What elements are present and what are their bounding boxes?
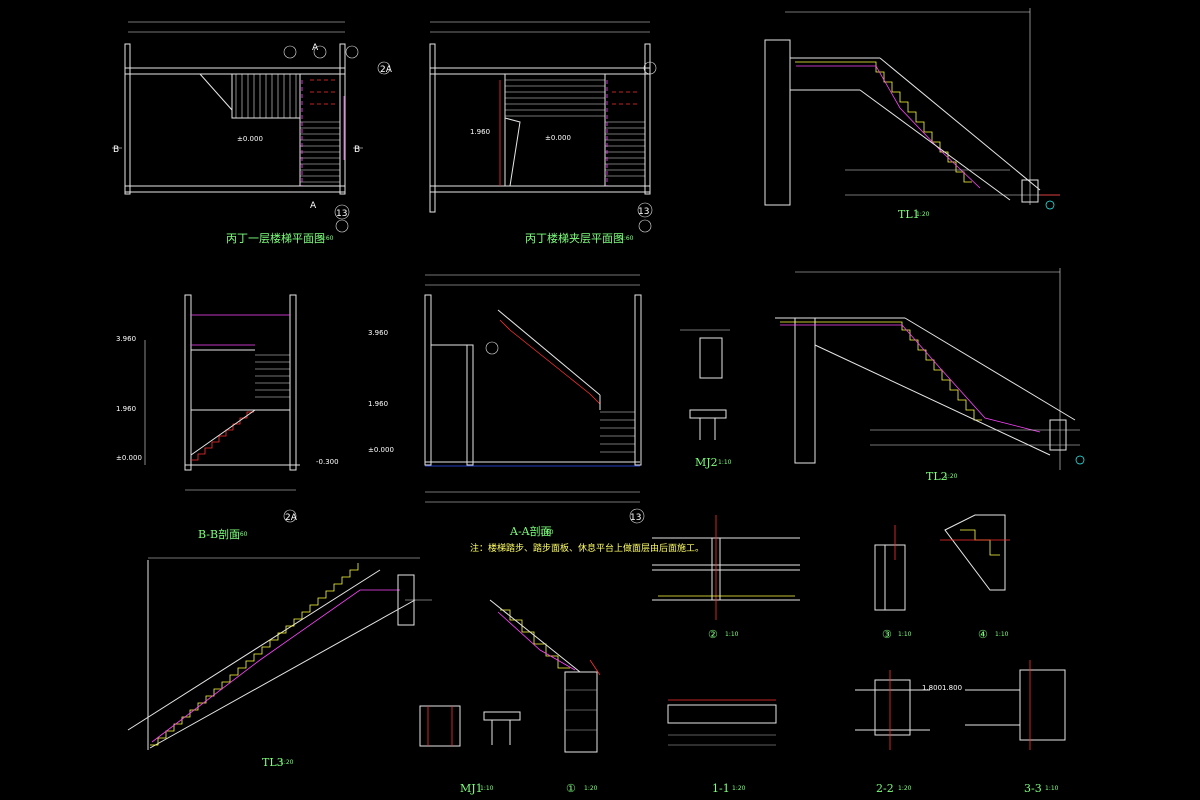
- mj1-title: MJ1: [460, 782, 483, 795]
- elev-22: 1.800: [922, 684, 942, 692]
- section-1-1: 1-1 1:20: [667, 699, 777, 795]
- sec22-title: 2-2: [876, 782, 894, 795]
- section-2-2: 1.800 2-2 1:20: [855, 670, 942, 795]
- elev-plan2-mid: 1.960: [470, 128, 490, 136]
- section-a-a: 13 3.960 1.960 ±0.000 A-A剖面 1:60 注：楼梯踏步、…: [368, 274, 704, 554]
- elev-a-top: 3.960: [368, 329, 388, 337]
- elev-b-top: 3.960: [116, 335, 136, 343]
- sec33-scale: 1:10: [1045, 785, 1059, 792]
- sec11-title: 1-1: [712, 782, 730, 795]
- construction-note: 注：楼梯踏步、踏步面板、休息平台上做面层由后面施工。: [470, 542, 704, 554]
- node2-title: ②: [708, 628, 718, 641]
- sectiona-scale: 1:60: [540, 529, 554, 536]
- elev-b-mid: 1.960: [116, 405, 136, 413]
- elev-b-low: -0.300: [316, 458, 339, 466]
- elev-a-mid: 1.960: [368, 400, 388, 408]
- plan-first-floor: B B A A 2A 13 ±0.000 丙丁一层楼梯平面图 1:60: [112, 21, 393, 245]
- sectiona-title: A-A剖面: [509, 524, 552, 538]
- sec11-scale: 1:20: [732, 785, 746, 792]
- elev-plan2-zero: ±0.000: [545, 134, 571, 142]
- elev-plan1: ±0.000: [237, 135, 263, 143]
- node4-title: ④: [978, 628, 988, 641]
- node-detail-2: ② 1:10: [652, 515, 800, 641]
- node1-scale: 1:20: [584, 785, 598, 792]
- sec22-scale: 1:20: [898, 785, 912, 792]
- tl3-stair-detail: TL3 1:20: [127, 557, 432, 769]
- svg-text:B: B: [113, 145, 119, 155]
- elev-a-zero: ±0.000: [368, 446, 394, 454]
- svg-text:A: A: [310, 201, 317, 211]
- mj2-title: MJ2: [695, 456, 718, 469]
- node-detail-3: ③ 1:10: [874, 525, 912, 641]
- tl2-scale: 1:20: [944, 473, 958, 480]
- tl2-stair-detail: TL2 1:20: [775, 268, 1085, 483]
- plan2-scale: 1:60: [620, 235, 634, 242]
- plan1-title: 丙丁一层楼梯平面图: [226, 231, 325, 245]
- tl3-title: TL3: [262, 756, 284, 769]
- axis-2a-sectionb: 2A: [285, 513, 298, 523]
- node3-scale: 1:10: [898, 631, 912, 638]
- node4-scale: 1:10: [995, 631, 1009, 638]
- plan2-title: 丙丁楼梯夹层平面图: [525, 231, 624, 245]
- node3-title: ③: [882, 628, 892, 641]
- tl1-title: TL1: [898, 208, 920, 221]
- sectionb-scale: 1:60: [234, 531, 248, 538]
- elev-33: 1.800: [942, 684, 962, 692]
- axis-13-sectiona: 13: [630, 513, 641, 523]
- sectionb-title: B-B剖面: [198, 527, 240, 541]
- node2-scale: 1:10: [725, 631, 739, 638]
- tl1-scale: 1:20: [916, 211, 930, 218]
- node-detail-4: ④ 1:10: [940, 514, 1010, 641]
- tl3-scale: 1:20: [280, 759, 294, 766]
- node-detail-1: ① 1:20: [489, 599, 601, 795]
- tl2-title: TL2: [926, 470, 948, 483]
- plan1-scale: 1:60: [320, 235, 334, 242]
- node1-title: ①: [566, 782, 576, 795]
- mj1-scale: 1:10: [480, 785, 494, 792]
- tl1-stair-detail: TL1 1:20: [764, 8, 1060, 221]
- axis-13-plan2: 13: [638, 207, 649, 217]
- plan-mezzanine: 13 1.960 ±0.000 丙丁楼梯夹层平面图 1:60: [429, 21, 657, 245]
- axis-2a-plan1: 2A: [380, 65, 393, 75]
- svg-text:B: B: [354, 145, 360, 155]
- elev-b-zero: ±0.000: [116, 454, 142, 462]
- mj1-embed-detail: MJ1 1:10: [419, 705, 521, 795]
- mj2-embed-detail: MJ2 1:10: [680, 329, 732, 469]
- axis-13-plan1: 13: [336, 209, 347, 219]
- section-b-b: 2A 3.960 1.960 ±0.000 -0.300 B-B剖面 1:60: [116, 294, 339, 541]
- sec33-title: 3-3: [1024, 782, 1042, 795]
- section-3-3: 1.800 3-3 1:10: [942, 660, 1066, 795]
- mj2-scale: 1:10: [718, 459, 732, 466]
